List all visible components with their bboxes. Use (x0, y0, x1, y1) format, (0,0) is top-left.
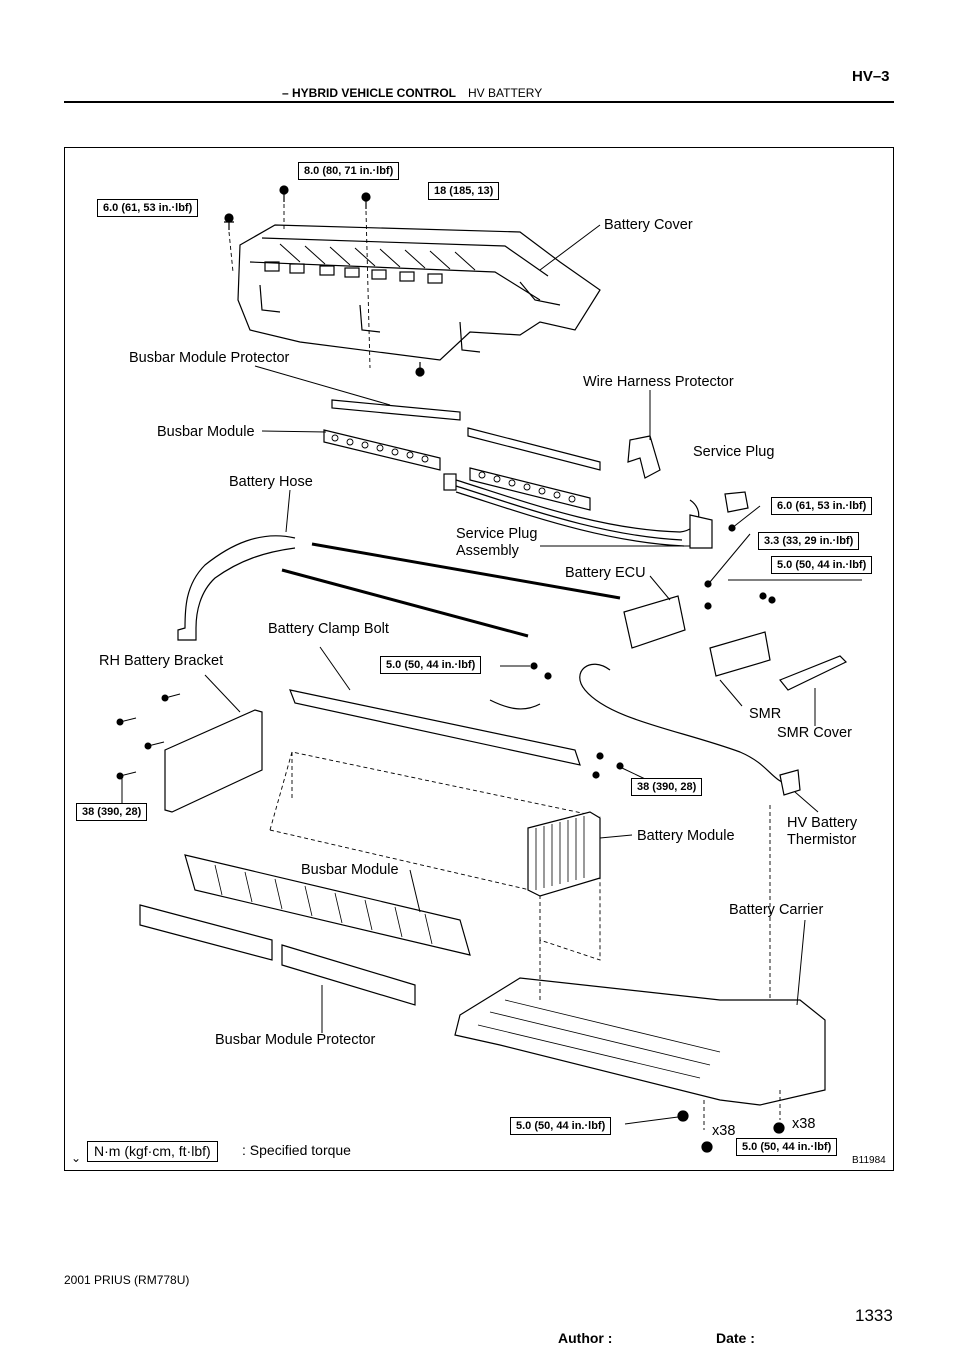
busbar-protector-bottom-left (139, 904, 273, 961)
label-wire-harness-protector: Wire Harness Protector (583, 374, 734, 390)
busbar-module-bottom-shape (184, 854, 471, 956)
page-number: 1333 (855, 1306, 893, 1325)
footer-author: Author : (558, 1330, 613, 1346)
torque-label: 6.0 (61, 53 in.·lbf) (97, 199, 199, 217)
label-service-plug: Service Plug (693, 444, 775, 460)
smr-shape (709, 631, 771, 677)
label-hv-battery-thermistor: HV Battery (787, 815, 858, 831)
busbar-protector-bottom-right (281, 944, 416, 1006)
label-smr: SMR (749, 706, 782, 722)
battery-module-shape (527, 811, 601, 897)
label-battery-ecu: Battery ECU (565, 565, 646, 581)
label-busbar-module: Busbar Module (157, 424, 255, 440)
label-rh-battery-bracket: RH Battery Bracket (99, 653, 224, 669)
top-bolts (224, 185, 425, 377)
legend-text: : Specified torque (242, 1142, 351, 1158)
label-busbar-module-protector: Busbar Module Protector (129, 350, 290, 366)
legend-unit-box: N·m (kgf·cm, ft·lbf) (87, 1141, 218, 1162)
label-battery-module: Battery Module (637, 828, 735, 844)
service-plug-assembly-shape (443, 473, 713, 549)
label-service-plug-assembly: Service Plug (456, 526, 538, 542)
battery-hose-shape (177, 535, 296, 641)
clamp-bolt-frame-shape (289, 689, 581, 766)
clamp-rods-shape (281, 542, 621, 638)
torque-label: 6.0 (61, 53 in.·lbf) (771, 497, 873, 515)
footer-date: Date : (716, 1330, 755, 1346)
battery-ecu-shape (623, 595, 686, 649)
label-battery-clamp-bolt: Battery Clamp Bolt (268, 621, 389, 637)
wire-harness-protector-shape (627, 435, 661, 479)
torque-label: 5.0 (50, 44 in.·lbf) (771, 556, 873, 574)
header-section: – HYBRID VEHICLE CONTROL (282, 86, 457, 100)
header-subsection: HV BATTERY (468, 86, 543, 100)
torque-label: 5.0 (50, 44 in.·lbf) (736, 1138, 838, 1156)
figure-id: B11984 (852, 1155, 886, 1166)
figure-frame (64, 147, 894, 1171)
torque-label: 5.0 (50, 44 in.·lbf) (380, 656, 482, 674)
label-x38: x38 (712, 1123, 736, 1139)
label-battery-hose: Battery Hose (229, 474, 313, 490)
label-busbar-module-bottom: Busbar Module (301, 862, 399, 878)
header-rule (64, 101, 894, 103)
thermistor-harness-shape (579, 663, 791, 786)
front-mark-icon: ⌄ (71, 1151, 82, 1165)
torque-label: 8.0 (80, 71 in.·lbf) (298, 162, 400, 180)
label-smr-cover: SMR Cover (777, 725, 852, 741)
battery-carrier-shape (454, 977, 826, 1106)
torque-label: 38 (390, 28) (631, 778, 703, 796)
label-battery-cover: Battery Cover (604, 217, 693, 233)
label-service-plug-assembly-line2: Assembly (456, 543, 519, 559)
label-hv-battery-thermistor-line2: Thermistor (787, 832, 857, 848)
battery-cover-shape (237, 224, 601, 361)
smr-cover-shape (779, 655, 848, 691)
header-code: HV–3 (852, 68, 890, 85)
torque-label: 5.0 (50, 44 in.·lbf) (510, 1117, 612, 1135)
torque-label: 3.3 (33, 29 in.·lbf) (758, 532, 860, 550)
footer-model: 2001 PRIUS (RM778U) (64, 1273, 190, 1287)
service-plug-shape (724, 491, 749, 513)
torque-label: 18 (185, 13) (428, 182, 500, 200)
torque-label: 38 (390, 28) (76, 803, 148, 821)
rh-battery-bracket-shape (164, 709, 263, 813)
busbar-protector-top-shape (331, 399, 601, 471)
label-x38: x38 (792, 1116, 816, 1132)
label-busbar-module-protector-bottom: Busbar Module Protector (215, 1032, 376, 1048)
label-battery-carrier: Battery Carrier (729, 902, 824, 918)
busbar-module-top-shape (323, 429, 591, 511)
battery-module-outline (269, 751, 601, 961)
